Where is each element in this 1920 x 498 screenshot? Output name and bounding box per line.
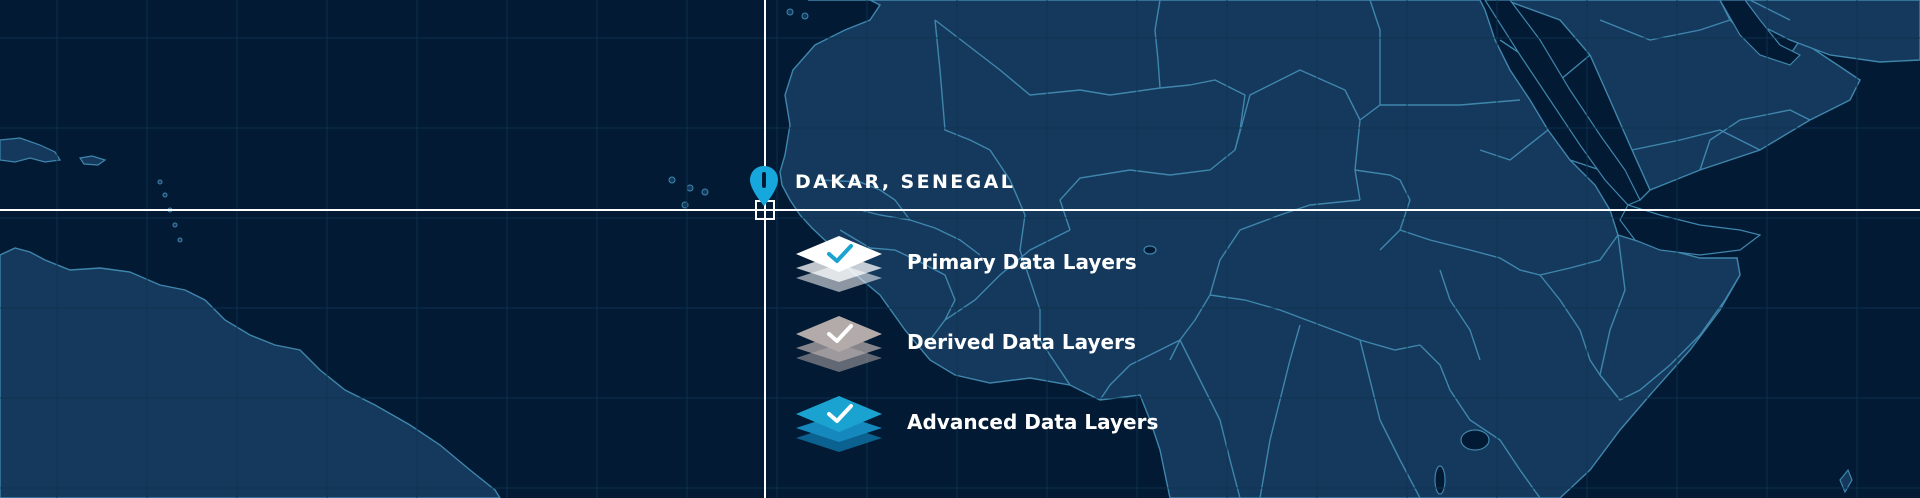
layers-check-icon bbox=[796, 316, 882, 372]
lake-victoria bbox=[1460, 429, 1490, 451]
lake-tanganyika bbox=[1434, 465, 1446, 495]
lake-chad bbox=[1143, 245, 1157, 255]
cape-verde-island bbox=[701, 188, 709, 196]
cape-verde-island bbox=[686, 184, 694, 192]
caribbean-island bbox=[0, 137, 62, 163]
location-pin-icon[interactable] bbox=[750, 166, 778, 206]
layer-toggle-primary[interactable]: Primary Data Layers bbox=[794, 234, 1194, 294]
layer-label-advanced: Advanced Data Layers bbox=[907, 410, 1159, 434]
location-label: DAKAR, SENEGAL bbox=[795, 171, 1016, 193]
layer-toggle-derived[interactable]: Derived Data Layers bbox=[794, 314, 1194, 374]
caribbean-island bbox=[177, 237, 183, 243]
africa-landmass bbox=[779, 0, 1741, 498]
layers-check-icon bbox=[796, 396, 882, 452]
layers-check-icon bbox=[796, 236, 882, 292]
caribbean-island bbox=[162, 192, 168, 198]
caribbean-island bbox=[78, 155, 107, 166]
canary-island bbox=[786, 8, 794, 16]
layer-label-primary: Primary Data Layers bbox=[907, 250, 1137, 274]
layer-label-derived: Derived Data Layers bbox=[907, 330, 1136, 354]
red-sea bbox=[1484, 0, 1641, 206]
somalia-landmass bbox=[1599, 234, 1741, 401]
caribbean-island bbox=[157, 179, 163, 185]
south-america-landmass bbox=[0, 247, 501, 498]
persian-gulf bbox=[1719, 0, 1802, 66]
caribbean-island bbox=[172, 222, 178, 228]
country-borders bbox=[819, 0, 1811, 498]
layer-toggle-advanced[interactable]: Advanced Data Layers bbox=[794, 394, 1194, 454]
canary-island bbox=[801, 12, 809, 20]
cape-verde-island bbox=[668, 176, 676, 184]
